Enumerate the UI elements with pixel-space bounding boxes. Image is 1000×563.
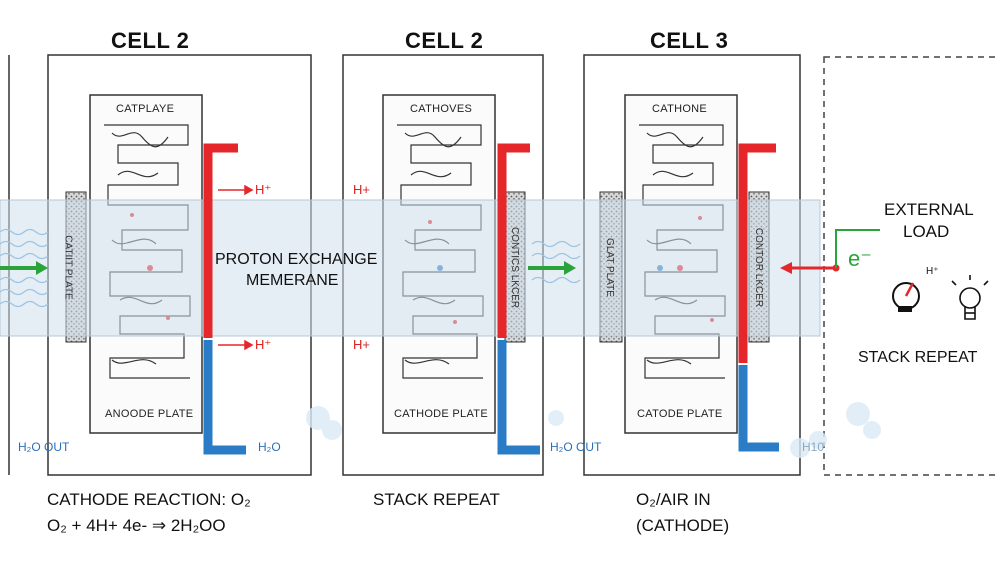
- cathode-reaction-line1: CATHODE REACTION: O₂: [47, 490, 251, 509]
- electron-return-arrow: [780, 262, 840, 274]
- meter-mark: H⁺: [926, 266, 939, 277]
- electron-path: [835, 229, 880, 268]
- proton-arrows: [218, 184, 254, 351]
- cell-1-plate-bottom-label: ANOODE PLATE: [105, 408, 194, 420]
- cell-1-water: H₂O: [258, 440, 281, 454]
- air-in-line2: (CATHODE): [636, 516, 730, 535]
- cell-3-title: CELL 3: [650, 28, 729, 53]
- cell-3-plate-bottom-label: CATODE PLATE: [637, 408, 723, 420]
- meter-icon: [892, 282, 920, 312]
- cell-3-plate-top-label: CATHONE: [652, 103, 708, 115]
- cell-1-layer-text: CATIIT PLATE: [62, 235, 74, 300]
- cell-2-hplus-bottom: H+: [353, 337, 370, 352]
- cell-2-title: CELL 2: [405, 28, 484, 53]
- cell-1-plate-top-label: CATPLAYE: [116, 103, 175, 115]
- proton-exchange-membrane: [0, 199, 821, 337]
- steam-puffs: [306, 402, 881, 458]
- cell-2-plate-top-label: CATHOVES: [410, 103, 473, 115]
- cell-3-layer-text-left: GLAT PLATE: [603, 238, 615, 297]
- cell-2-layer-text: CONTICS LKCER: [509, 226, 521, 309]
- collector-3: [738, 143, 779, 452]
- electron-label: e⁻: [848, 246, 872, 271]
- external-load-title-1: EXTERNAL: [884, 200, 974, 219]
- cell-1-hplus-bottom: H⁺: [255, 337, 272, 352]
- green-input-arrows: [0, 261, 576, 275]
- cell-3-layer-text: CONTOR LKCER: [753, 227, 765, 308]
- cell-1-hplus-top: H⁺: [255, 182, 272, 197]
- membrane-label-line2: MEMERANE: [246, 272, 339, 289]
- cell-2-plate-bottom-label: CATHODE PLATE: [394, 408, 488, 420]
- collector-2: [497, 143, 540, 455]
- cell-2-hplus-top: H+: [353, 182, 370, 197]
- left-water-out: H₂O OUT: [18, 440, 70, 454]
- stack-repeat-label: STACK REPEAT: [373, 490, 500, 509]
- cathode-reaction-line2: O₂ + 4H+ 4e- ⇒ 2H₂OO: [47, 516, 226, 535]
- external-load-box: [823, 56, 1000, 476]
- air-in-line1: O₂/AIR IN: [636, 490, 711, 509]
- external-load-title-2: LOAD: [903, 222, 950, 241]
- external-stack-repeat: STACK REPEAT: [858, 349, 978, 366]
- cell-1-title: CELL 2: [111, 28, 190, 53]
- inflow-waves: [0, 228, 581, 308]
- cell-2-water: H₂O OUT: [550, 440, 602, 454]
- cell-3-water: H10: [802, 440, 825, 454]
- light-bulb-icon: [951, 275, 989, 320]
- membrane-label-line1: PROTON EXCHANGE: [215, 251, 378, 268]
- collector-1: [203, 143, 246, 455]
